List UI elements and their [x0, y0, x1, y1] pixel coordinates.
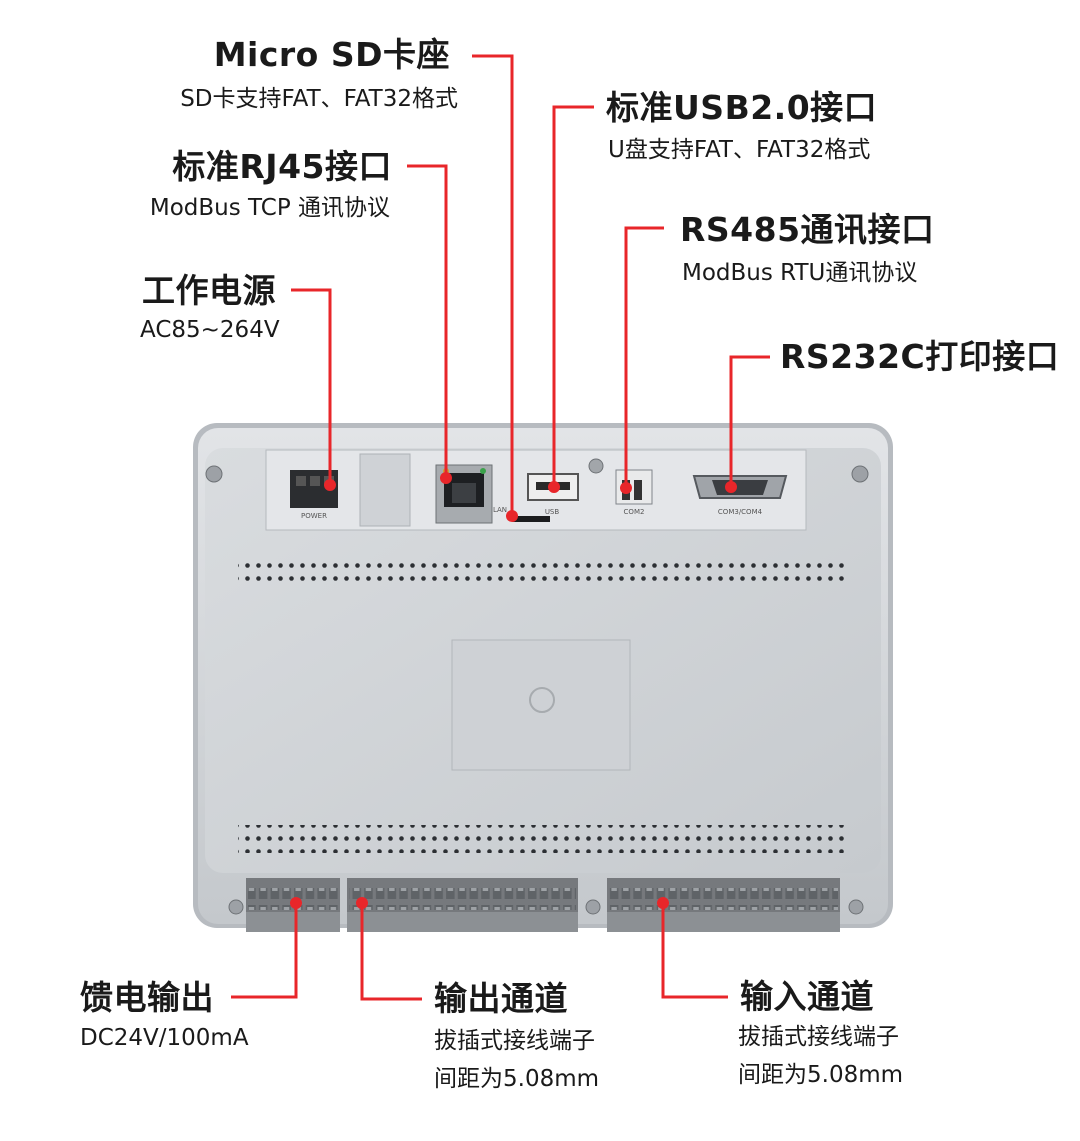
leader-rj45: [407, 164, 448, 478]
label-recess: [451, 639, 631, 771]
port-label-lan: LAN: [493, 506, 507, 514]
usb-title: 标准USB2.0接口: [606, 88, 878, 127]
port-label-power: POWER: [301, 512, 327, 520]
leader-dot: [725, 481, 737, 493]
leader-usb: [552, 105, 594, 487]
feed-title: 馈电输出: [80, 978, 214, 1017]
input-title: 输入通道: [740, 977, 874, 1016]
screw: [848, 899, 864, 915]
sd-slot: [512, 516, 550, 522]
power-desc: AC85~264V: [140, 317, 280, 343]
output-desc2: 间距为5.08mm: [434, 1066, 600, 1092]
microsd-title: Micro SD卡座: [213, 35, 450, 74]
microsd-desc: SD卡支持FAT、FAT32格式: [180, 86, 458, 112]
power-title: 工作电源: [142, 271, 276, 310]
output-desc1: 拔插式接线端子: [434, 1028, 595, 1054]
leader-power: [291, 288, 332, 485]
vent-row-top: [238, 558, 848, 586]
rs485-desc: ModBus RTU通讯协议: [682, 260, 918, 286]
screw: [585, 899, 601, 915]
leader-rs485: [624, 226, 664, 488]
rs232-title: RS232C打印接口: [780, 337, 1060, 376]
feed-desc: DC24V/100mA: [80, 1025, 249, 1051]
rs485-title: RS485通讯接口: [680, 210, 935, 249]
output-title: 输出通道: [434, 979, 568, 1018]
leader-dot: [440, 472, 452, 484]
screw: [205, 465, 223, 483]
input-desc1: 拔插式接线端子: [738, 1024, 899, 1050]
rj45-title: 标准RJ45接口: [172, 147, 392, 186]
vent-row-bottom: [238, 825, 848, 853]
leader-dot: [548, 481, 560, 493]
usb-desc: U盘支持FAT、FAT32格式: [608, 137, 871, 163]
screw: [228, 899, 244, 915]
leader-dot: [356, 897, 368, 909]
logo-mark: [529, 687, 555, 713]
leader-dot: [324, 479, 336, 491]
leader-microsd: [472, 54, 514, 516]
screw: [588, 458, 604, 474]
leader-dot: [506, 510, 518, 522]
input-desc2: 间距为5.08mm: [738, 1062, 904, 1088]
leader-dot: [290, 897, 302, 909]
leader-rs232: [729, 355, 770, 487]
leader-dot: [620, 482, 632, 494]
port-label-usb: USB: [545, 508, 560, 516]
leader-output: [360, 903, 422, 1001]
rj45-desc: ModBus TCP 通讯协议: [149, 195, 390, 221]
leader-input: [661, 903, 728, 999]
leader-dot: [657, 897, 669, 909]
port-label-com3: COM3/COM4: [718, 508, 763, 516]
port-label-com2: COM2: [624, 508, 645, 516]
screw: [851, 465, 869, 483]
leader-feed: [231, 903, 298, 999]
